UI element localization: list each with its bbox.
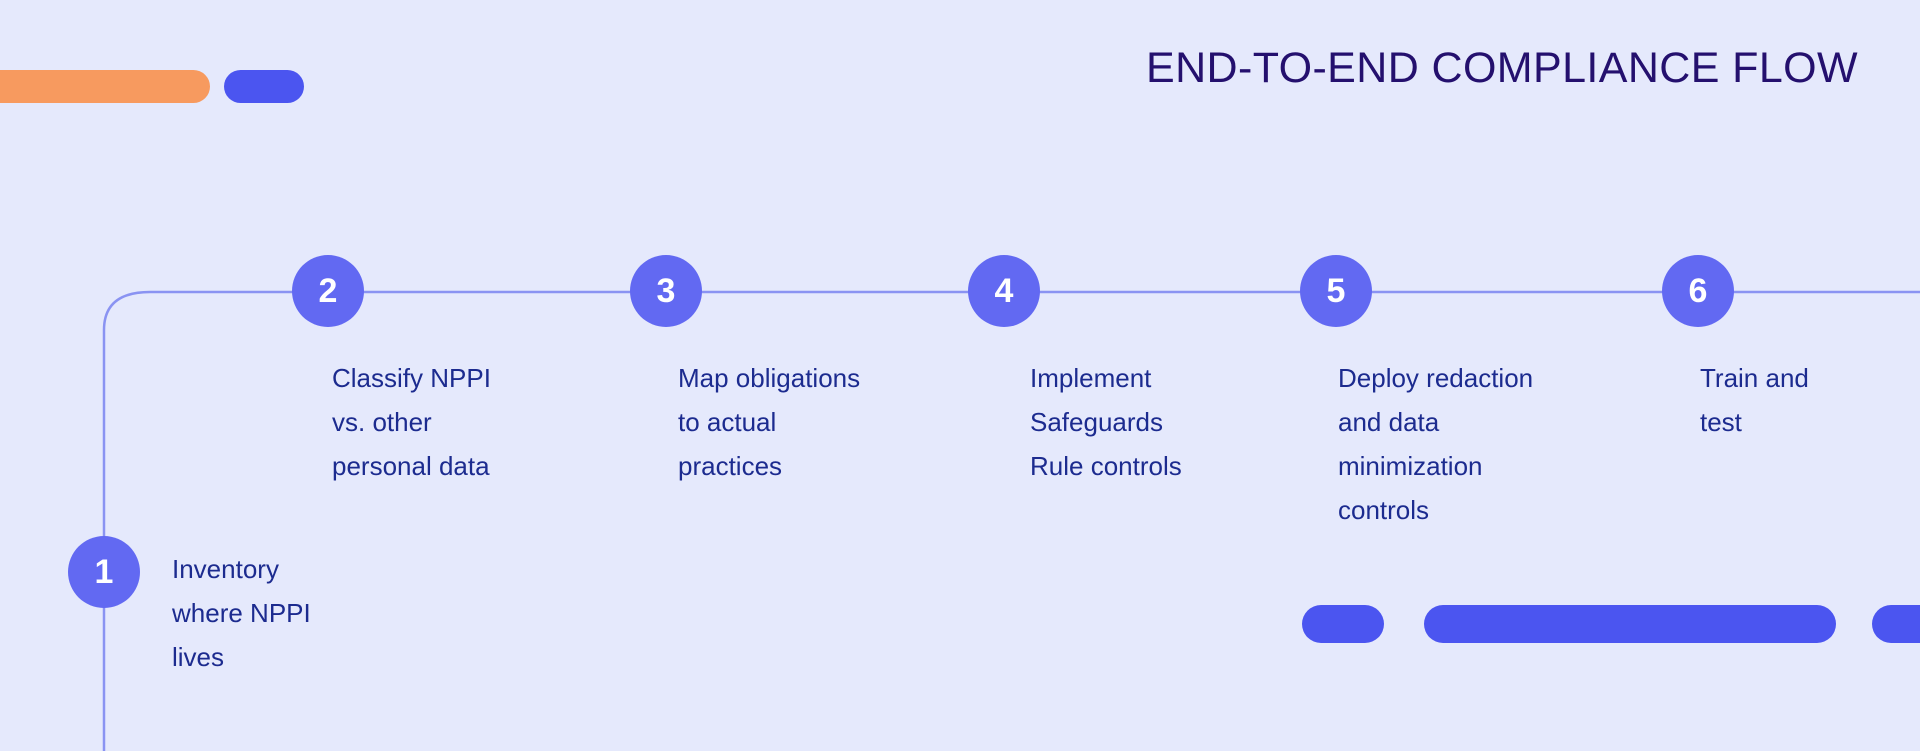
step-4-number-badge[interactable]: 4 xyxy=(968,255,1040,327)
step-6-label: Train and test xyxy=(1700,363,1809,437)
step-6-number-badge[interactable]: 6 xyxy=(1662,255,1734,327)
step-4-label: Implement Safeguards Rule controls xyxy=(1030,363,1182,481)
decor-pill-blue-top-left xyxy=(224,70,304,103)
decor-pill-blue-bottom-edge xyxy=(1872,605,1920,643)
step-2-label: Classify NPPI vs. other personal data xyxy=(332,363,491,481)
decor-pill-orange-top-left xyxy=(0,70,210,103)
page-title: END-TO-END COMPLIANCE FLOW xyxy=(1146,44,1858,92)
step-2-number-badge[interactable]: 2 xyxy=(292,255,364,327)
decor-pill-blue-bottom-small xyxy=(1302,605,1384,643)
step-5-label: Deploy redaction and data minimization c… xyxy=(1338,363,1534,525)
step-3-number-badge[interactable]: 3 xyxy=(630,255,702,327)
step-1-number-badge[interactable]: 1 xyxy=(68,536,140,608)
step-1-label: Inventory where NPPI lives xyxy=(172,554,311,672)
step-5-number-badge[interactable]: 5 xyxy=(1300,255,1372,327)
step-3-label: Map obligations to actual practices xyxy=(678,363,861,481)
decor-pill-blue-bottom-long xyxy=(1424,605,1836,643)
